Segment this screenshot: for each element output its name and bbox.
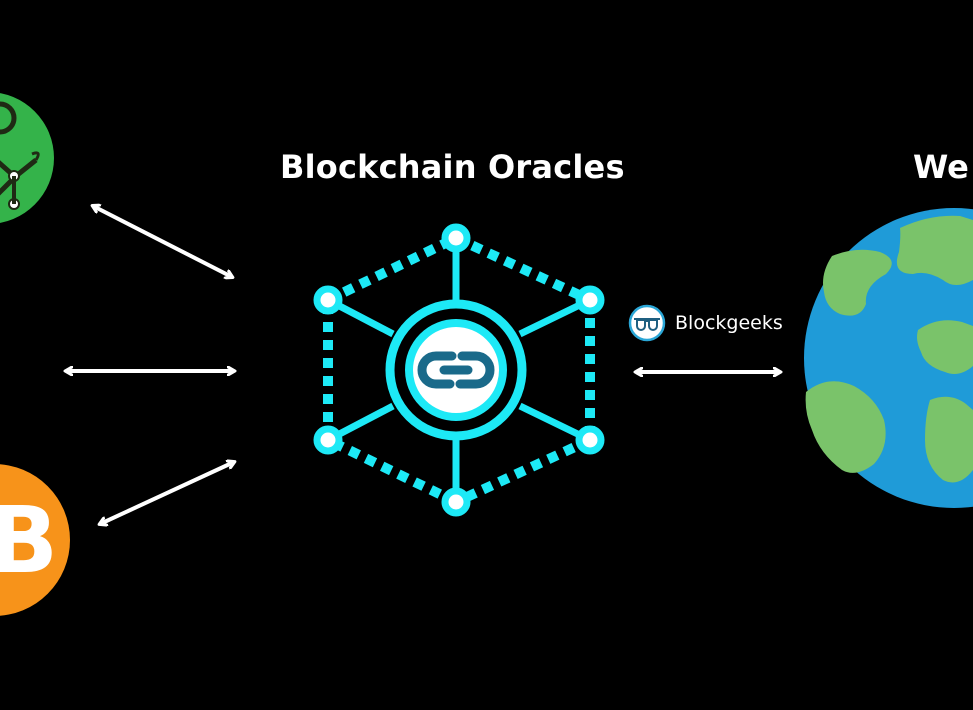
brand-name: Blockgeeks <box>675 312 783 334</box>
brand-watermark: Blockgeeks <box>627 303 783 343</box>
plant-network-icon <box>0 93 54 223</box>
diagram-title: Blockchain Oracles <box>280 148 625 186</box>
bitcoin-icon: B <box>0 464 70 616</box>
brand-logo-spacer <box>627 303 667 343</box>
oracle-hub-icon <box>313 223 605 517</box>
glasses-logo-icon <box>628 304 666 342</box>
globe-icon <box>804 208 973 508</box>
arrow-top-left <box>93 206 232 277</box>
chain-link-icon <box>417 351 495 389</box>
svg-text:B: B <box>0 487 58 594</box>
right-label: We <box>913 148 969 186</box>
arrow-bottom-left <box>100 462 234 524</box>
